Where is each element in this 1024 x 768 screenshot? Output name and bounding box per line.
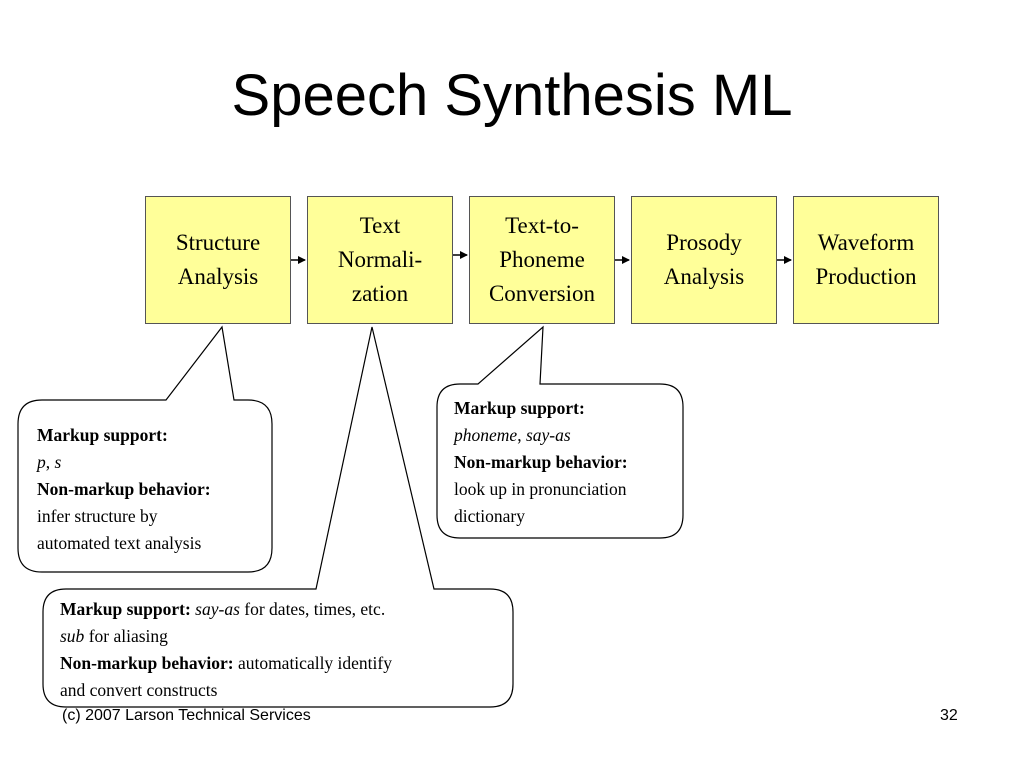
stage-structure-analysis: Structure Analysis	[145, 196, 291, 324]
nonmarkup-heading: Non-markup behavior:	[37, 479, 211, 499]
nonmarkup-heading: Non-markup behavior:	[60, 653, 234, 673]
say-as-description: for dates, times, etc.	[239, 599, 386, 619]
separator: ,	[45, 452, 55, 472]
stage-text-normalization: Text Normali- zation	[307, 196, 453, 324]
callout-phoneme: Markup support: phoneme, say-as Non-mark…	[454, 395, 628, 530]
footer-copyright: (c) 2007 Larson Technical Services	[62, 707, 311, 724]
markup-heading: Markup support:	[454, 398, 585, 418]
separator: ,	[517, 425, 526, 445]
nonmarkup-text-1: look up in pronunciation	[454, 479, 627, 499]
slide-title: Speech Synthesis ML	[231, 63, 793, 128]
callout-structure: Markup support: p, s Non-markup behavior…	[37, 422, 211, 557]
callout-phoneme-bubble	[436, 325, 684, 539]
callout-normalization-bubble	[42, 326, 514, 708]
markup-heading: Markup support:	[37, 425, 168, 445]
callout-normalization: Markup support: say-as for dates, times,…	[60, 596, 392, 704]
markup-item-say-as: say-as	[525, 425, 571, 445]
markup-item-sub: sub	[60, 626, 85, 646]
nonmarkup-text-1: infer structure by	[37, 506, 158, 526]
markup-item-s: s	[54, 452, 62, 472]
nonmarkup-text-2: automated text analysis	[37, 533, 202, 553]
nonmarkup-text-2: dictionary	[454, 506, 525, 526]
stage-waveform-production: Waveform Production	[793, 196, 939, 324]
nonmarkup-text-1: automatically identify	[233, 653, 392, 673]
markup-item-say-as: say-as	[195, 599, 240, 619]
markup-heading: Markup support:	[60, 599, 191, 619]
stage-prosody-analysis: Prosody Analysis	[631, 196, 777, 324]
nonmarkup-heading: Non-markup behavior:	[454, 452, 628, 472]
callout-structure-bubble	[17, 325, 273, 573]
page-number: 32	[940, 707, 958, 724]
markup-item-p: p	[37, 452, 46, 472]
nonmarkup-text-2: and convert constructs	[60, 680, 218, 700]
stage-text-to-phoneme: Text-to- Phoneme Conversion	[469, 196, 615, 324]
markup-item-phoneme: phoneme	[454, 425, 518, 445]
sub-description: for aliasing	[84, 626, 168, 646]
